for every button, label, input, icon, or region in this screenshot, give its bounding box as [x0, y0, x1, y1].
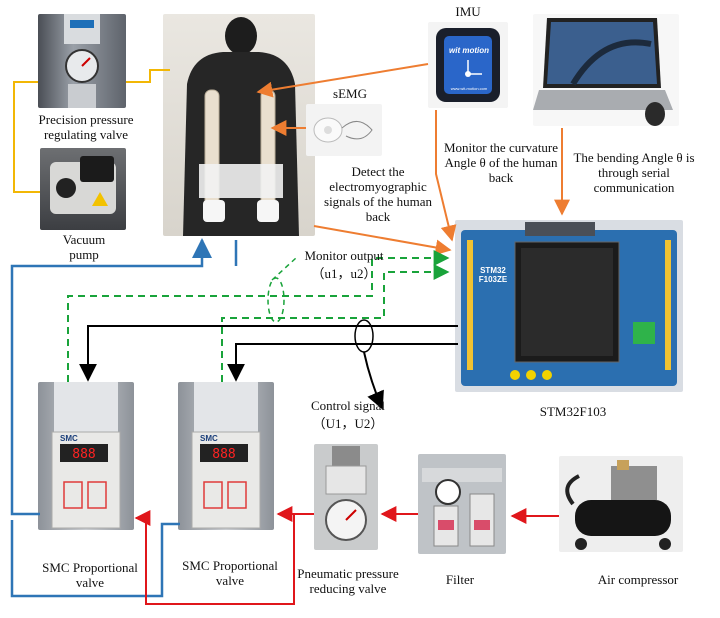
green-dashed-line: [221, 264, 450, 382]
semg-sensor-icon: [313, 117, 373, 143]
label-pneumatic-valve: Pneumatic pressure reducing valve: [297, 566, 399, 596]
label-monitor-output: Monitor output: [304, 248, 384, 263]
yellow-tube-line: [126, 69, 170, 83]
filter-photo: [418, 454, 506, 554]
label-monitor-output-vars: （u1，u2）: [311, 266, 377, 281]
green-leader-line: [271, 257, 297, 281]
svg-text:888: 888: [212, 447, 235, 462]
filter-unit-icon: [422, 468, 502, 547]
laptop-icon: [533, 18, 673, 126]
blue-tube-line: [10, 238, 212, 516]
label-stm32: STM32F103: [539, 404, 607, 419]
label-control-signal-vars: （U1，U2）: [312, 416, 384, 431]
pneumatic-valve-photo: [314, 444, 378, 550]
label-filter: Filter: [445, 572, 475, 587]
label-bending-angle: The bending Angle θ is through serial co…: [573, 150, 695, 195]
green-bundle-ring: [267, 277, 285, 323]
label-monitor-curvature: Monitor the curvature Angle θ of the hum…: [443, 140, 559, 185]
human-back-photo: [163, 14, 315, 236]
label-control-signal: Control signal: [310, 398, 386, 413]
pump-icon: [50, 156, 116, 214]
smc-valve-2-photo: 888 SMC: [178, 382, 274, 530]
label-smc-valve-1: SMC Proportional valve: [42, 560, 138, 590]
smc-valve-1-photo: 888 SMC: [38, 382, 134, 530]
orange-arrow-back-board: [313, 225, 452, 256]
black-signal-line: [79, 325, 458, 382]
green-dashed-line: [67, 250, 450, 382]
smc-brand-2: SMC: [200, 434, 218, 443]
compressor-icon: [565, 460, 671, 550]
red-air-line: [134, 510, 295, 605]
blue-tube-line: [10, 520, 180, 598]
label-semg: sEMG: [333, 86, 367, 101]
label-air-compressor: Air compressor: [597, 572, 679, 587]
imu-brand-text: wit motion: [449, 46, 489, 55]
label-vacuum-pump: Vacuum pump: [62, 232, 106, 262]
orange-arrow-imu-board: [435, 110, 457, 242]
black-leader-line: [363, 351, 384, 410]
regulator-icon: [325, 446, 367, 541]
label-smc-valve-2: SMC Proportional valve: [182, 558, 278, 588]
semg-photo: [306, 104, 382, 156]
precision-valve-photo: [38, 14, 126, 108]
black-bundle-ring: [354, 319, 374, 353]
laptop-photo: [533, 14, 679, 126]
imu-module-icon: [436, 28, 500, 102]
label-precision-valve: Precision pressure regulating valve: [38, 112, 134, 142]
person-icon: [183, 17, 299, 236]
orange-arrow-imu-back: [256, 63, 429, 98]
gauge-icon: [64, 14, 100, 108]
valve-icon: 888: [191, 382, 261, 529]
stm32-board-photo: STM32 F103ZE: [455, 220, 683, 392]
imu-url-text: www.wit-motion.com: [450, 86, 488, 91]
valve-icon: 888: [51, 382, 121, 529]
air-compressor-photo: [559, 456, 683, 552]
label-imu: IMU: [455, 4, 481, 19]
board-silk-text: STM32 F103ZE: [478, 266, 508, 284]
svg-text:888: 888: [72, 447, 95, 462]
imu-photo: wit motion www.wit-motion.com: [428, 22, 508, 108]
label-detect-emg: Detect the electromyographic signals of …: [324, 164, 432, 224]
smc-brand-1: SMC: [60, 434, 78, 443]
yellow-tube-line: [13, 81, 40, 193]
board-icon: [461, 222, 677, 386]
vacuum-pump-photo: [40, 148, 126, 230]
black-signal-line: [227, 343, 458, 382]
